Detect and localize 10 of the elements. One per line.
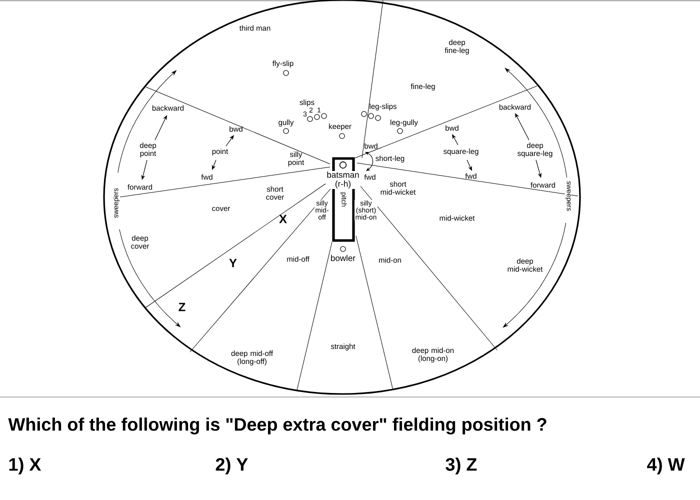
option-letter: Y bbox=[229, 258, 237, 268]
option-letter: Z bbox=[178, 302, 186, 312]
position-label: batsman (r-h) bbox=[326, 171, 360, 189]
position-label: bowler bbox=[330, 254, 356, 262]
answer-option: 1) X bbox=[9, 458, 42, 474]
answer-option: 3) Z bbox=[446, 458, 477, 474]
option-letter: X bbox=[279, 214, 287, 224]
answer-option: 2) Y bbox=[216, 458, 248, 474]
question-text: Which of the following is "Deep extra cover" fielding position ? bbox=[8, 418, 546, 434]
answer-option: 4) W bbox=[647, 458, 685, 474]
